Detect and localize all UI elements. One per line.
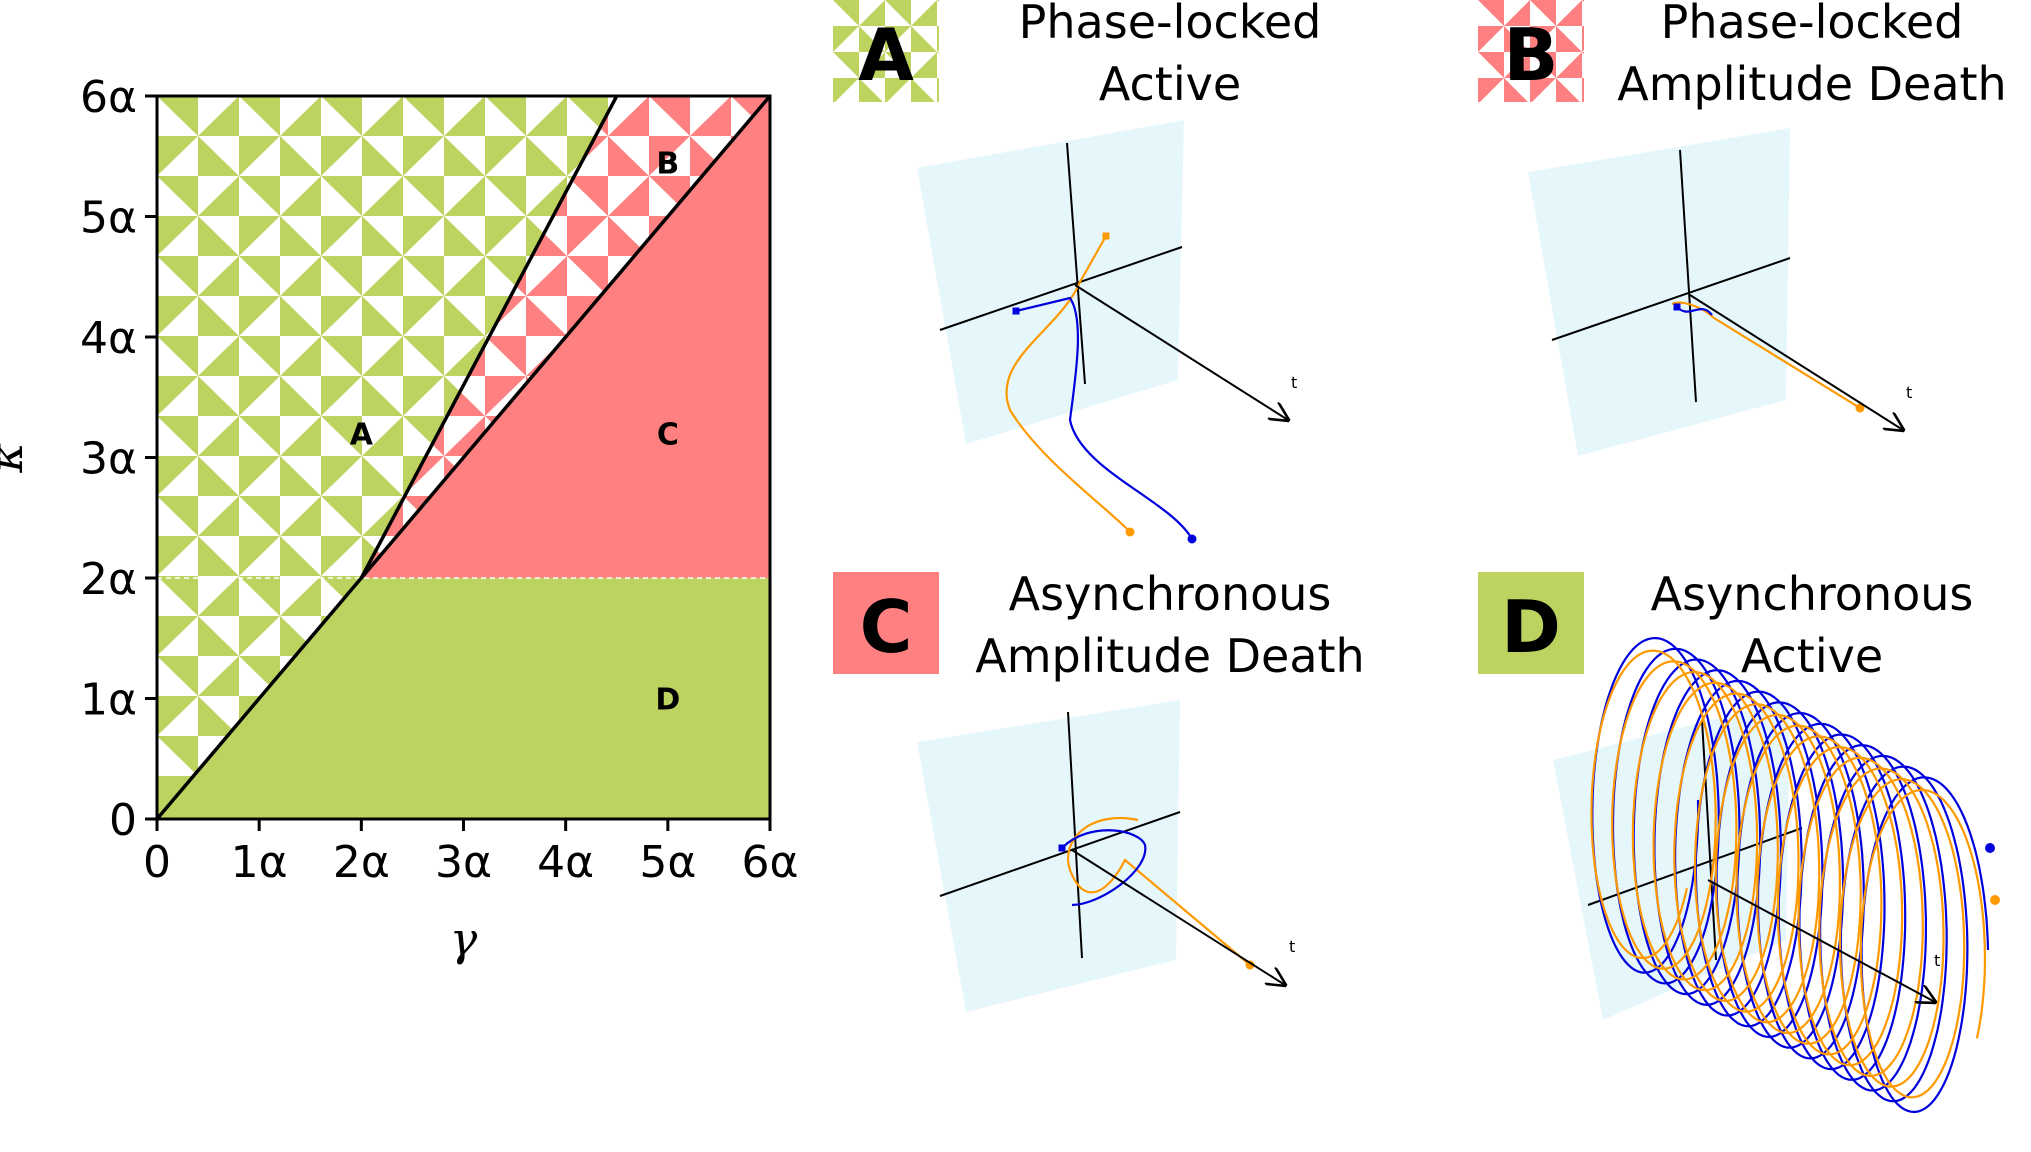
x-tick-label: 6α — [742, 837, 799, 888]
inset-axis-vertical — [1679, 149, 1697, 403]
x-tick-label: 0 — [143, 837, 171, 888]
legend-swatch — [833, 0, 939, 102]
inset-axis-vertical — [1067, 711, 1083, 959]
trajectory-insets: t t t t — [917, 120, 2000, 1114]
legend-title-line-1: Phase-locked — [1019, 0, 1322, 49]
legend-title-line-2: Active — [1099, 57, 1241, 111]
legend-swatch — [1478, 0, 1584, 102]
inset-time-arrow — [1071, 849, 1285, 985]
region-d — [157, 578, 770, 819]
legend-title-line-1: Asynchronous — [1651, 567, 1974, 621]
trajectory-end-blue — [1985, 843, 1995, 853]
inset-time-label: t — [1289, 937, 1295, 956]
trajectory-start-blue — [1058, 844, 1066, 852]
legend-letter: D — [1501, 585, 1561, 669]
y-axis-label: κ — [0, 442, 33, 473]
legend-swatch — [1478, 572, 1584, 674]
legend-title-line-2: Amplitude Death — [975, 629, 1364, 683]
legend-letter: C — [860, 585, 913, 669]
y-tick-label: 4α — [80, 313, 137, 364]
trajectory-end-orange — [1990, 895, 2000, 905]
inset-axis-horizontal — [939, 246, 1183, 331]
region-a — [157, 96, 617, 819]
legend-title-line-1: Asynchronous — [1009, 567, 1332, 621]
inset-a: t — [917, 120, 1297, 544]
trajectory-orange — [1067, 817, 1251, 966]
inset-plane — [917, 120, 1184, 444]
trajectory-end-orange — [1245, 960, 1255, 970]
inset-b: t — [1528, 128, 1912, 456]
x-tick-label: 2α — [333, 837, 390, 888]
trajectory-blue — [1015, 296, 1193, 540]
phase-diagram: 0 1α 2α 3α 4α 5α 6α 0 1α 2α 3α 4α 5α 6α A B C D γ κ — [0, 72, 799, 966]
phase-boundary-2 — [359, 94, 772, 580]
region-label-d: D — [655, 683, 680, 718]
legend-title-line-2: Amplitude Death — [1617, 57, 2006, 111]
trajectory-orange — [1671, 301, 1861, 409]
inset-axis-vertical — [1066, 142, 1086, 385]
legend-letter: B — [1504, 13, 1559, 97]
inset-plane — [1553, 700, 1790, 1020]
legend-title-line-1: Phase-locked — [1661, 0, 1964, 49]
inset-time-arrow — [1689, 294, 1903, 430]
trajectory-start-blue — [1673, 303, 1681, 311]
trajectory-end-orange — [1125, 527, 1135, 537]
trajectory-orange — [1590, 649, 1986, 1099]
region-labels: A B C D — [350, 146, 681, 717]
region-label-c: C — [657, 417, 679, 452]
legend-letter: A — [858, 13, 914, 97]
inset-axis-horizontal — [939, 811, 1181, 897]
x-tick-label: 1α — [231, 837, 288, 888]
region-label-b: B — [656, 146, 679, 181]
y-tick-label: 0 — [109, 795, 137, 846]
trajectory-blue — [1061, 829, 1147, 907]
x-tick-label: 3α — [435, 837, 492, 888]
trajectory-start-orange — [1102, 232, 1110, 240]
legend-title-line-2: Active — [1741, 629, 1883, 683]
y-tick-label: 1α — [80, 675, 137, 726]
inset-plane — [1528, 128, 1790, 456]
trajectory-blue — [1591, 636, 1990, 1114]
y-tick-label: 3α — [80, 434, 137, 485]
y-tick-label: 2α — [80, 554, 137, 605]
inset-plane — [917, 700, 1180, 1012]
inset-time-arrow — [1074, 284, 1288, 420]
x-ticks: 0 1α 2α 3α 4α 5α 6α — [143, 819, 799, 888]
x-tick-label: 5α — [639, 837, 696, 888]
trajectory-end-blue — [1187, 534, 1197, 544]
x-tick-label: 4α — [537, 837, 594, 888]
x-axis-label: γ — [450, 912, 478, 966]
inset-axis-horizontal — [1551, 257, 1791, 341]
trajectory-end-orange — [1855, 403, 1865, 413]
inset-time-arrow — [1707, 879, 1935, 1002]
legend-swatch — [833, 572, 939, 674]
trajectory-start-blue — [1012, 307, 1020, 315]
phase-boundaries — [155, 94, 772, 821]
inset-time-label: t — [1906, 383, 1912, 402]
inset-time-label: t — [1291, 373, 1297, 392]
inset-c: t — [917, 700, 1295, 1012]
trajectory-orange — [1005, 235, 1131, 533]
inset-axis-vertical — [1701, 719, 1717, 961]
region-label-a: A — [350, 417, 374, 452]
y-ticks: 0 1α 2α 3α 4α 5α 6α — [80, 72, 157, 846]
inset-d: t — [1553, 636, 2000, 1114]
y-tick-label: 6α — [80, 72, 137, 123]
inset-time-label: t — [1934, 951, 1940, 970]
y-tick-label: 5α — [80, 193, 137, 244]
